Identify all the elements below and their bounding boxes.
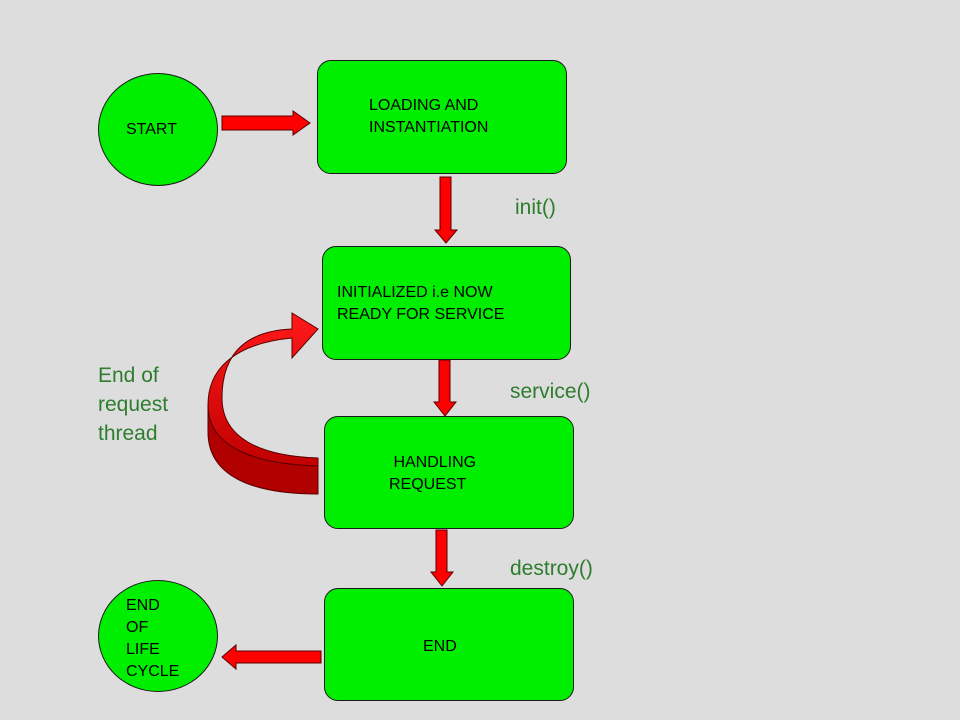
arrow-destroy bbox=[429, 529, 455, 587]
end-of-life-cycle-node: END OF LIFE CYCLE bbox=[98, 580, 218, 692]
arrow-start-to-loading bbox=[221, 110, 311, 136]
start-node: START bbox=[98, 73, 218, 186]
end-of-life-cycle-label: END OF LIFE CYCLE bbox=[126, 597, 180, 680]
service-label: service() bbox=[510, 380, 591, 403]
arrow-service bbox=[432, 359, 458, 417]
initialized-node: INITIALIZED i.e NOW READY FOR SERVICE bbox=[322, 246, 571, 360]
loading-instantiation-node: LOADING AND INSTANTIATION bbox=[317, 60, 567, 174]
end-node: END bbox=[324, 588, 574, 701]
init-label: init() bbox=[515, 196, 556, 219]
end-label: END bbox=[423, 638, 457, 655]
handling-request-node: HANDLING REQUEST bbox=[324, 416, 574, 529]
handling-request-label: HANDLING REQUEST bbox=[389, 454, 477, 493]
start-node-label: START bbox=[126, 121, 177, 138]
initialized-label: INITIALIZED i.e NOW READY FOR SERVICE bbox=[337, 284, 505, 323]
end-of-request-thread-label: End of request thread bbox=[98, 364, 169, 445]
destroy-label: destroy() bbox=[510, 557, 593, 580]
arrow-end-to-end-of-life bbox=[221, 643, 322, 671]
loading-instantiation-label: LOADING AND INSTANTIATION bbox=[369, 97, 489, 136]
arrow-init bbox=[433, 176, 459, 244]
loop-arrow bbox=[207, 312, 319, 467]
